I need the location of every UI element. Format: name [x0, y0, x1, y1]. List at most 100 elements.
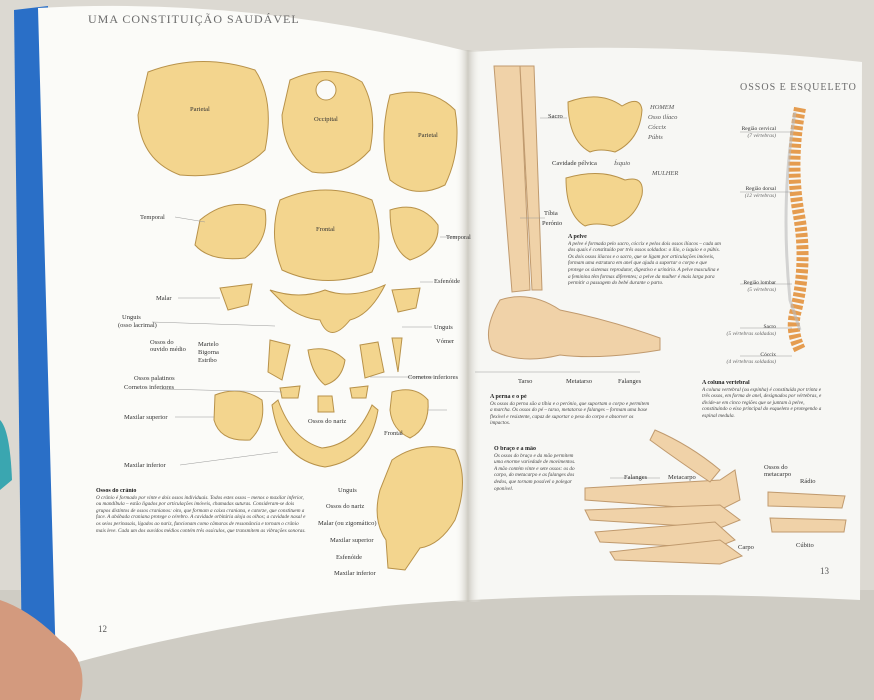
bone-malar-left — [219, 283, 253, 311]
spine-label-sacro: Sacro (5 vértebras soldadas) — [690, 324, 777, 337]
label-frontal-skull: Frontal — [384, 430, 403, 437]
label-unguis-right: Unguis — [434, 324, 453, 331]
bone-maxilla-left — [213, 390, 264, 441]
spine-figure — [784, 106, 809, 353]
body-pelve: A pelve é formada pelo sacro, cóccix e p… — [568, 240, 721, 287]
label-cavidade: Cavidade pélvica — [552, 160, 597, 167]
bone-sphenoid — [269, 284, 387, 333]
text-coluna: A coluna vertebral A coluna vertebral (o… — [702, 380, 830, 452]
leg-bones — [487, 65, 661, 360]
label-tarso: Tarso — [518, 378, 533, 385]
label-malar: Malar — [156, 295, 172, 302]
spine-label-coccix-name: Cóccix — [760, 352, 776, 358]
spine-label-coccix: Cóccix (4 vértebras soldadas) — [690, 352, 777, 365]
label-maxilar-sup-skull: Maxilar superior — [330, 537, 374, 544]
label-ossos-metacarpo: Ossos do metacarpo — [764, 464, 792, 478]
label-homem: HOMEM — [650, 104, 675, 111]
label-tibia: Tíbia — [544, 210, 558, 217]
spine-label-coccix-sub: (4 vértebras soldadas) — [726, 358, 777, 365]
label-isquio: Ísquio — [614, 160, 631, 167]
label-metacarpo: Metacarpo — [668, 474, 696, 481]
label-maxilar-inferior: Maxilar inferior — [124, 462, 166, 469]
gutter-shadow — [455, 50, 481, 602]
label-estribo: Estribo — [198, 357, 217, 364]
spine-label-cervical-sub: (7 vértebras) — [747, 132, 776, 139]
spine-label-dorsal-name: Região dorsal — [745, 186, 776, 192]
bone-palatine-right — [349, 385, 369, 399]
label-pubis: Púbis — [648, 134, 663, 141]
label-cubito: Cúbito — [796, 542, 814, 549]
label-bigorna: Bigorna — [198, 349, 219, 356]
text-perna-pe: A perna e o pé Os ossos da perna são a t… — [490, 394, 650, 442]
spine-label-dorsal-sub: (12 vértebras) — [744, 192, 776, 199]
bone-frontal — [273, 189, 380, 281]
label-perone: Perónio — [542, 220, 563, 227]
bone-occipital — [281, 71, 374, 174]
leader-lines-right — [475, 117, 792, 479]
body-braco-mao: Os ossos do braço e da mão permitem uma … — [494, 452, 576, 492]
bone-small-3 — [359, 341, 385, 379]
fabric-edge — [0, 420, 12, 490]
hand-bones — [584, 429, 847, 565]
left-page — [38, 5, 470, 669]
label-martelo: Martelo — [198, 341, 219, 348]
foot-bones — [487, 296, 661, 360]
label-metatarso: Metatarso — [566, 378, 592, 385]
label-ossos-ouvido: Ossos do ouvido médio — [150, 339, 186, 353]
text-braco-mao: O braço e a mão Os ossos do braço e da m… — [494, 446, 578, 550]
label-maxilar-superior: Maxilar superior — [124, 414, 168, 421]
running-head-left: UMA CONSTITUIÇÃO SAUDÁVEL — [88, 12, 300, 26]
heading-ossos-cranio: Ossos do crânio — [96, 488, 137, 494]
foramen — [315, 79, 337, 101]
running-head-right: OSSOS E ESQUELETO — [740, 82, 857, 93]
label-parietal-left: Parietal — [190, 106, 210, 113]
label-cornetos-right: Cornetos inferiores — [408, 374, 459, 381]
spine-label-sacro-sub: (5 vértebras soldadas) — [726, 330, 777, 337]
label-osso-iliaco: Osso ilíaco — [648, 114, 678, 121]
label-occipital: Occipital — [314, 116, 338, 123]
label-parietal-right: Parietal — [418, 132, 438, 139]
bone-small-2 — [307, 348, 346, 386]
perone-bone — [519, 65, 543, 291]
label-unguis-left-sub: (osso lacrimal) — [118, 322, 157, 329]
body-coluna: A coluna vertebral (ou espinha) é consti… — [702, 386, 822, 419]
bone-small-1 — [267, 339, 291, 381]
label-radio: Rádio — [800, 478, 816, 485]
bone-vomer — [391, 337, 403, 373]
bone-palatine-left — [279, 385, 301, 399]
bone-parietal-right — [383, 91, 458, 192]
label-temporal-right: Temporal — [446, 234, 471, 241]
label-unguis-skull: Unguis — [338, 487, 357, 494]
label-cornetos-left: Cornetos inferiores — [124, 384, 175, 391]
label-vomer: Vómer — [436, 338, 455, 345]
tibia-bone — [493, 65, 531, 293]
label-ossos-nariz: Ossos do nariz — [308, 418, 347, 425]
pelvis-female — [565, 173, 643, 227]
bone-nasal-bones — [317, 395, 335, 413]
bone-maxilla-right — [389, 389, 429, 439]
heading-perna-pe: A perna e o pé — [490, 394, 527, 400]
spine-label-lombar: Região lombar (5 vértebras) — [700, 280, 776, 293]
spine-label-cervical-name: Região cervical — [741, 126, 776, 132]
label-falanges-mao: Falanges — [624, 474, 648, 481]
bone-temporal-right — [389, 206, 439, 261]
spine-label-dorsal: Região dorsal (12 vértebras) — [700, 186, 776, 199]
heading-braco-mao: O braço e a mão — [494, 446, 536, 452]
bone-skull — [376, 446, 463, 571]
label-maxilar-inf-skull: Maxilar inferior — [334, 570, 376, 577]
label-esfenoide-skull: Esfenóide — [336, 554, 362, 561]
skull-plates — [137, 60, 463, 571]
spine-label-lombar-sub: (5 vértebras) — [747, 286, 776, 293]
label-ossos-palatinos: Ossos palatinos — [134, 375, 175, 382]
label-falanges-pe: Falanges — [618, 378, 642, 385]
spine-label-cervical: Região cervical (7 vértebras) — [700, 126, 776, 139]
label-mulher: MULHER — [652, 170, 679, 177]
label-sacro: Sacro — [548, 113, 563, 120]
bone-parietal-left — [137, 60, 269, 177]
label-frontal: Frontal — [316, 226, 335, 233]
heading-pelve: A pelve — [568, 234, 587, 240]
text-ossos-cranio: Ossos do crânio O crânio é formado por v… — [96, 488, 306, 606]
bone-mandible — [271, 399, 379, 468]
label-unguis-left: Unguis — [122, 314, 141, 321]
